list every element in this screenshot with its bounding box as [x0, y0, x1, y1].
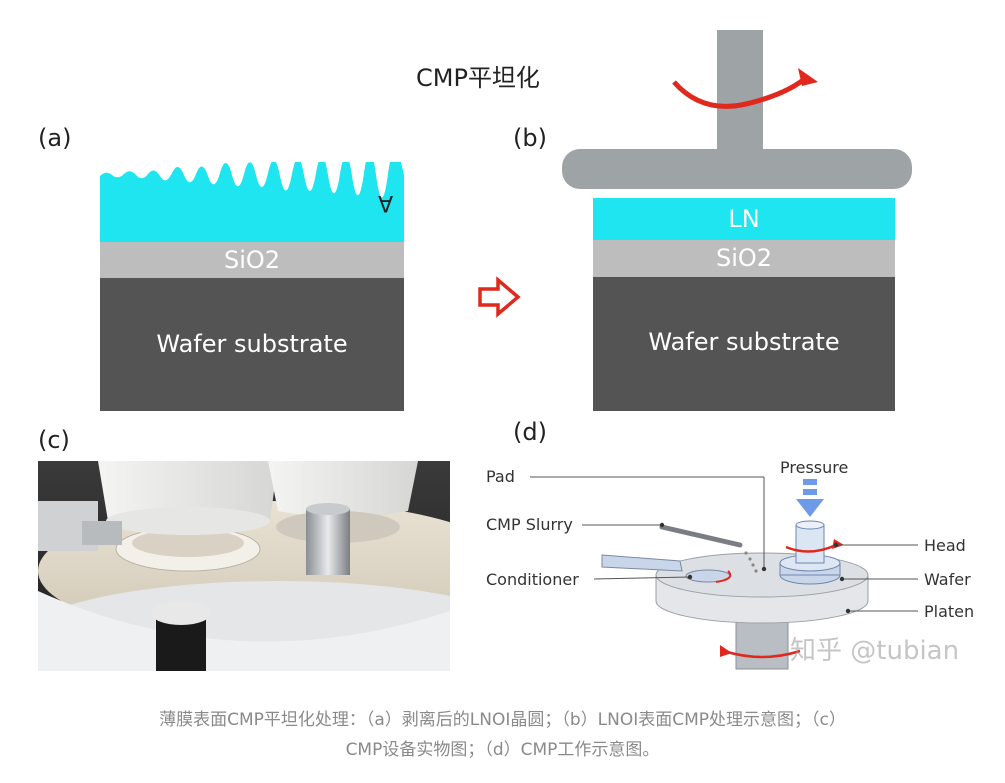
sio2-label-b: SiO2: [715, 244, 773, 272]
cmp-schematic: [530, 476, 918, 670]
panel-d-label: (d): [513, 418, 547, 446]
substrate-label-a: Wafer substrate: [156, 330, 348, 358]
wafer-label-d: Wafer: [924, 570, 971, 589]
substrate-layer-b: Wafer substrate: [593, 277, 895, 411]
watermark-text: 知乎 @tubian: [790, 636, 960, 666]
substrate-layer-a: Wafer substrate: [100, 278, 404, 411]
polishing-head-icon: [562, 30, 912, 189]
sio2-label-a: SiO2: [223, 246, 281, 274]
ln-label-b: LN: [728, 205, 760, 233]
pressure-label: Pressure: [780, 458, 849, 477]
ln-rough-layer: [100, 162, 404, 242]
flipped-a-glyph: A: [378, 190, 394, 215]
process-arrow-icon: [478, 276, 521, 318]
cmp-machine-illustration: [38, 461, 450, 671]
ln-layer-b: LN: [593, 198, 895, 240]
sio2-layer-a: SiO2: [100, 242, 404, 278]
caption-line-2: CMP设备实物图；（d）CMP工作示意图。: [345, 740, 660, 760]
figure-title: CMP平坦化: [416, 64, 540, 92]
panel-a-label: (a): [38, 124, 72, 152]
panel-b-label: (b): [513, 124, 547, 152]
cmp-equipment-photo: [38, 461, 450, 671]
head-label: Head: [924, 536, 966, 555]
conditioner-label: Conditioner: [486, 570, 579, 589]
caption-line-1: 薄膜表面CMP平坦化处理：（a）剥离后的LNOI晶圆；（b）LNOI表面CMP处…: [159, 710, 846, 730]
slurry-label: CMP Slurry: [486, 515, 573, 534]
pad-label: Pad: [486, 467, 515, 486]
panel-c-label: (c): [38, 426, 70, 454]
panel-a-stack: A SiO2 Wafer substrate: [100, 162, 404, 411]
sio2-layer-b: SiO2: [593, 240, 895, 277]
platen-label: Platen: [924, 602, 975, 621]
substrate-label-b: Wafer substrate: [648, 328, 840, 356]
panel-b-stack: LN SiO2 Wafer substrate: [593, 198, 895, 411]
